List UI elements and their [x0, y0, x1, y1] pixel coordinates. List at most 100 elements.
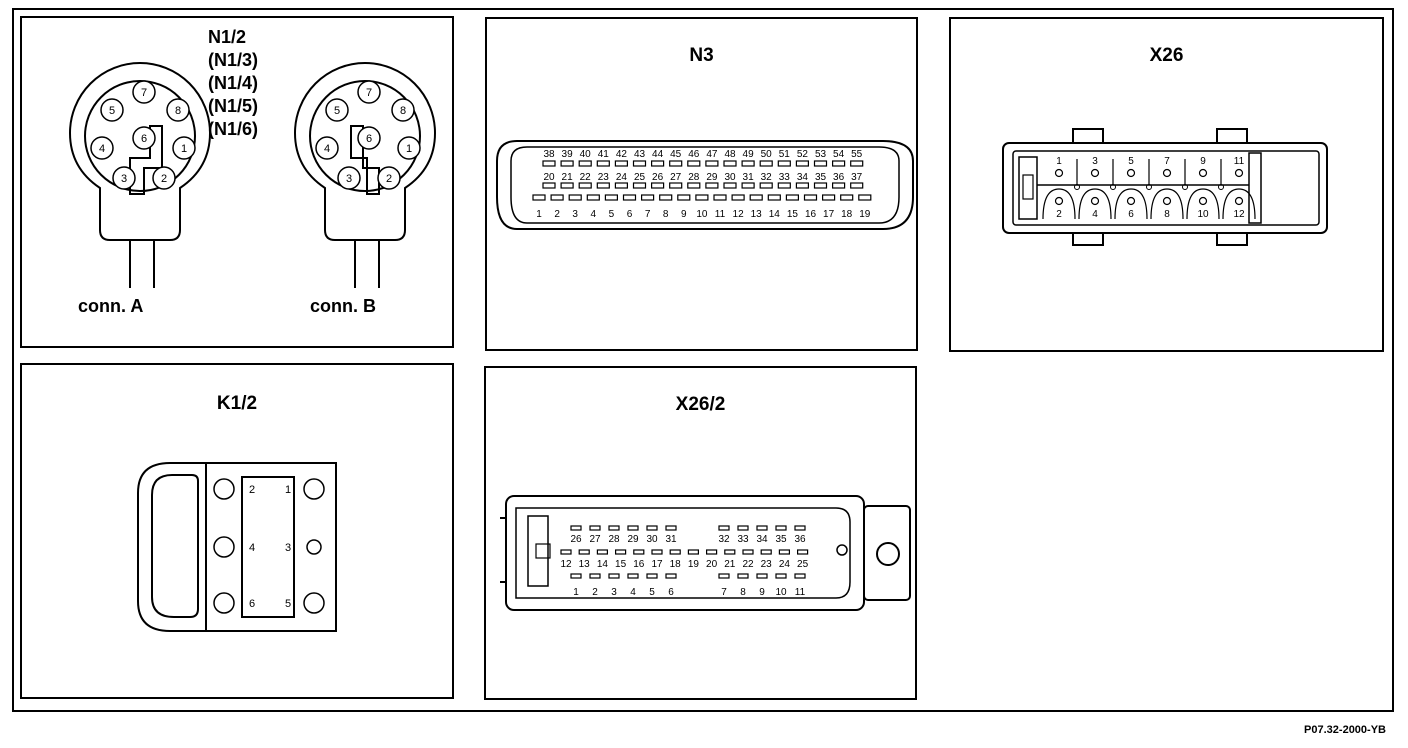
figure-code: P07.32-2000-YB	[1304, 724, 1386, 736]
n3-pin-slot	[813, 160, 828, 167]
x262-pin-slot	[560, 549, 572, 555]
x262-pin-29-label: 29	[627, 534, 639, 545]
n3-pin-48-label: 48	[724, 149, 736, 160]
diagram-frame	[12, 8, 1394, 712]
n3-pin-35-label: 35	[815, 172, 827, 183]
x262-pin-32-label: 32	[718, 534, 730, 545]
x262-pin-slot	[724, 549, 736, 555]
x262-pin-slot	[778, 549, 790, 555]
n3-pin-52-label: 52	[797, 149, 809, 160]
n3-pin-8-label: 8	[663, 209, 669, 220]
n3-pin-40-label: 40	[580, 149, 592, 160]
pin-4-label: 4	[99, 143, 105, 155]
n3-pin-slot	[622, 194, 637, 201]
n3-pin-15-label: 15	[787, 209, 799, 220]
x26-pin-hole	[1090, 168, 1100, 178]
x262-pin-slot	[608, 573, 620, 579]
n3-pin-10-label: 10	[696, 209, 708, 220]
x262-pin-slot	[794, 573, 806, 579]
n3-pin-24-label: 24	[616, 172, 628, 183]
x262-pin-slot	[578, 549, 590, 555]
x262-pin-slot	[669, 549, 681, 555]
n3-pin-28-label: 28	[688, 172, 700, 183]
x262-pin-34-label: 34	[756, 534, 768, 545]
n3-pin-27-label: 27	[670, 172, 682, 183]
n3-pin-slot	[596, 182, 610, 189]
x262-pin-slot	[665, 573, 677, 579]
pin-circle	[166, 98, 190, 122]
x262-title: X26/2	[675, 394, 726, 415]
n3-pin-slot	[568, 194, 582, 201]
x262-pin-5-label: 5	[649, 587, 655, 598]
x262-pin-15-label: 15	[615, 559, 627, 570]
x26-pin-9-label: 9	[1200, 156, 1206, 167]
k12-pin-left	[213, 536, 235, 558]
pin-5-label: 5	[109, 105, 115, 117]
x262-pin-20-label: 20	[706, 559, 718, 570]
pin-circle	[100, 98, 124, 122]
n3-pin-slot	[586, 194, 600, 201]
x262-pin-slot	[775, 525, 787, 531]
x262-housing	[500, 495, 911, 611]
x262-pin-slot	[651, 549, 663, 555]
k12-pin-6-label: 6	[249, 598, 255, 610]
k12-housing	[137, 462, 337, 632]
n3-pin-slot	[651, 182, 665, 189]
x262-pin-slot	[615, 549, 627, 555]
pin-8-label: 8	[400, 105, 406, 117]
n3-pin-slot	[542, 182, 556, 189]
x262-pin-23-label: 23	[761, 559, 773, 570]
pin-2-label: 2	[161, 173, 167, 185]
x26-pin-hole	[1198, 196, 1208, 206]
n3-pin-13-label: 13	[751, 209, 763, 220]
n3-pin-slot	[614, 160, 628, 167]
n3-pin-46-label: 46	[688, 149, 700, 160]
x26-pin-hole	[1054, 168, 1064, 178]
n3-pin-43-label: 43	[634, 149, 646, 160]
x262-pin-28-label: 28	[608, 534, 620, 545]
n3-pin-slot	[596, 160, 610, 167]
pin-circle	[337, 166, 361, 190]
x262-pin-slot	[742, 549, 754, 555]
x26-key-dot	[1182, 184, 1188, 190]
pin-circle	[377, 166, 401, 190]
pin-circle	[132, 80, 156, 104]
x26-pin-cavity	[1222, 188, 1256, 220]
n3-pin-slot	[850, 160, 864, 167]
n3-pin-slot	[550, 194, 564, 201]
k12-pin-right	[303, 592, 325, 614]
n3-pin-slot	[669, 160, 683, 167]
n1-title-line-1: (N1/3)	[208, 50, 259, 70]
pin-3-label: 3	[121, 173, 127, 185]
n3-pin-18-label: 18	[841, 209, 853, 220]
x262-pin-30-label: 30	[646, 534, 658, 545]
n3-pin-slot	[759, 160, 773, 167]
pin-circle	[397, 136, 421, 160]
x26-pin-4-label: 4	[1092, 209, 1098, 220]
n3-pin-31-label: 31	[743, 172, 755, 183]
n3-pin-slot	[695, 194, 709, 201]
x262-pin-9-label: 9	[759, 587, 765, 598]
x26-pin-cavity	[1114, 188, 1148, 220]
n3-pin-45-label: 45	[670, 149, 682, 160]
n3-pin-30-label: 30	[724, 172, 736, 183]
x262-pin-2-label: 2	[592, 587, 598, 598]
k12-pin-3-label: 3	[285, 542, 291, 554]
pin-circle	[172, 136, 196, 160]
n3-pin-slot	[741, 182, 755, 189]
n3-pin-slot	[858, 194, 872, 201]
x262-pin-25-label: 25	[797, 559, 809, 570]
x262-pin-6-label: 6	[668, 587, 674, 598]
n3-pin-44-label: 44	[652, 149, 664, 160]
n3-pin-38-label: 38	[543, 149, 555, 160]
n3-pin-slot	[832, 160, 846, 167]
n3-pin-29-label: 29	[706, 172, 718, 183]
x262-pin-24-label: 24	[779, 559, 791, 570]
k12-pin-left	[213, 478, 235, 500]
x26-pin-hole	[1234, 196, 1244, 206]
